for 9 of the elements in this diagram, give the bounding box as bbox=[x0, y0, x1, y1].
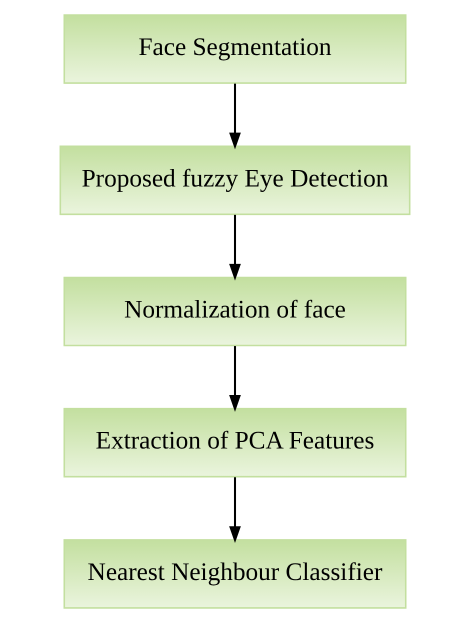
arrow bbox=[229, 477, 241, 544]
node-box: Normalization of face bbox=[63, 276, 407, 346]
node-box: Face Segmentation bbox=[63, 14, 407, 84]
arrow bbox=[229, 214, 241, 281]
node-box: Nearest Neighbour Classifier bbox=[63, 539, 407, 609]
arrow bbox=[229, 84, 241, 150]
node-box: Extraction of PCA Features bbox=[63, 408, 407, 478]
arrow bbox=[229, 346, 241, 412]
node-box: Proposed fuzzy Eye Detection bbox=[60, 146, 410, 216]
